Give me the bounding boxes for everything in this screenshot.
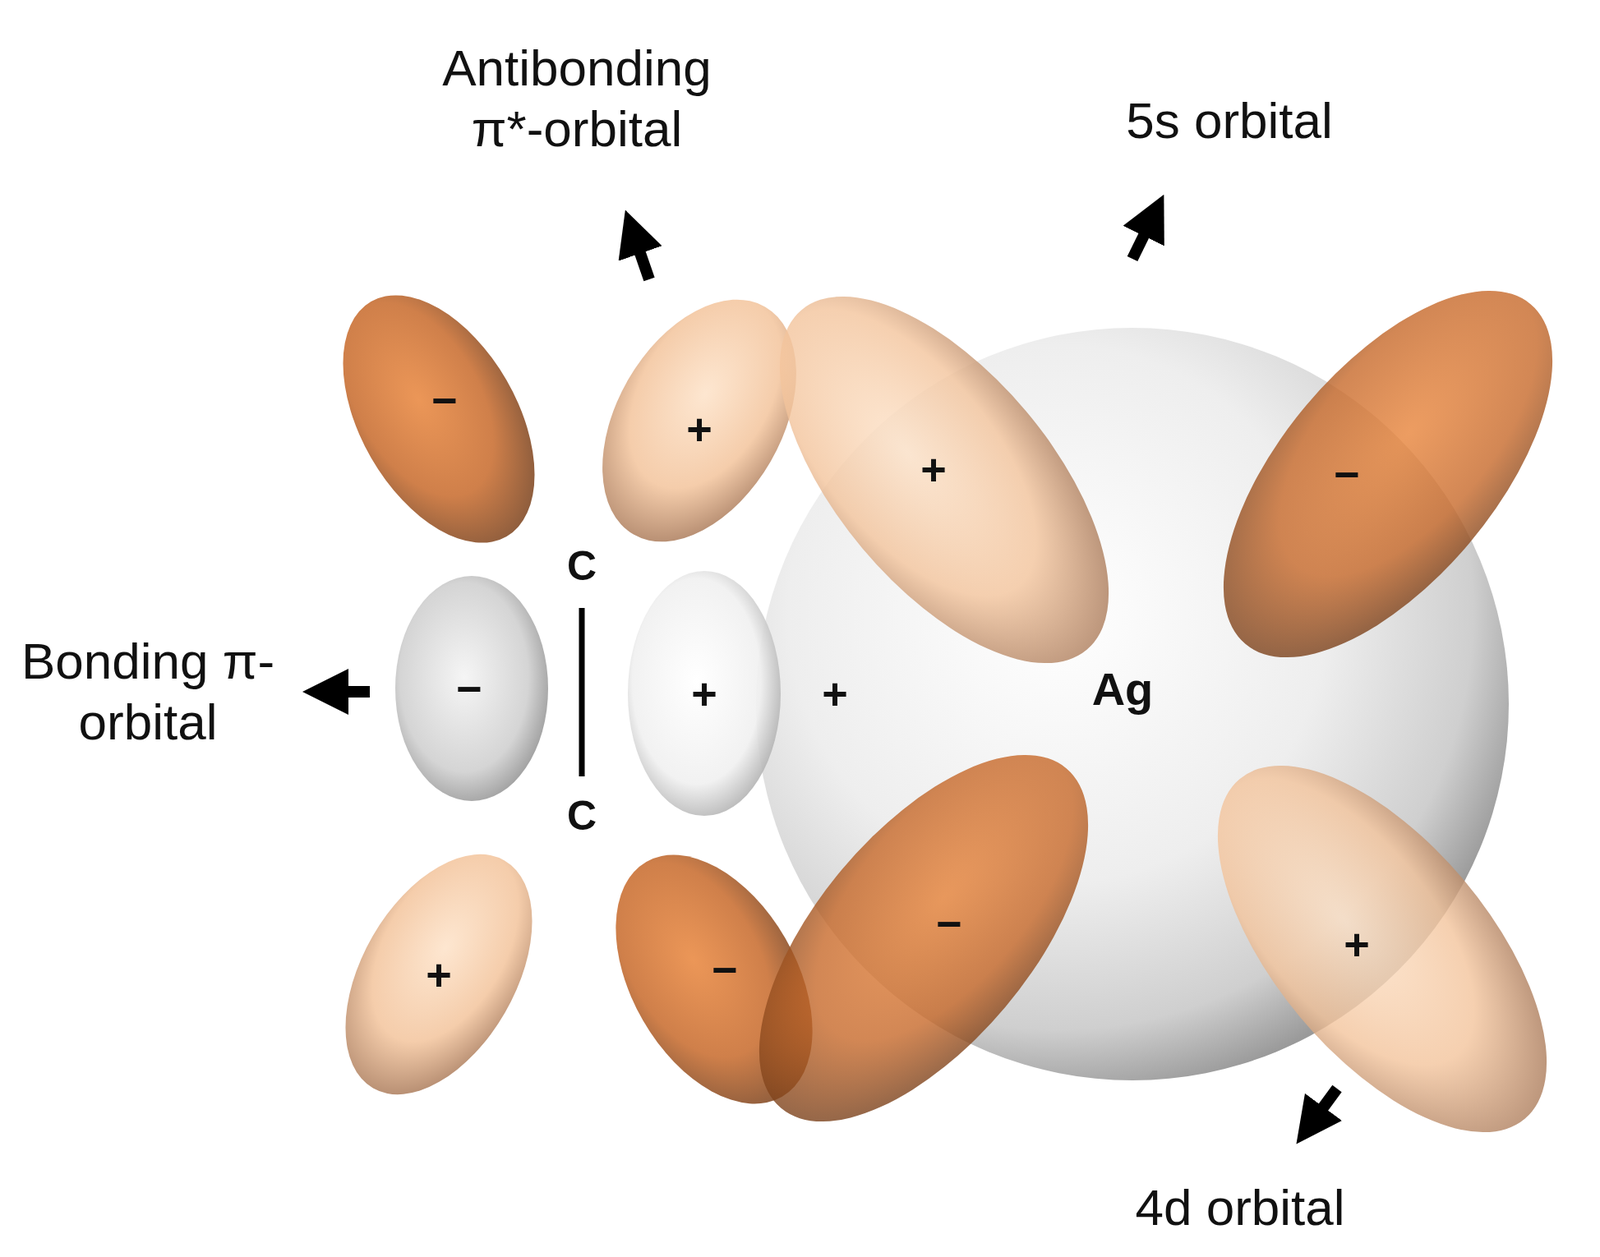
pi-lobe	[395, 576, 549, 802]
leader-arrow	[325, 686, 370, 698]
atom-label: C	[567, 541, 597, 591]
pi-lobe	[627, 571, 781, 817]
pi-star-lobe	[303, 262, 575, 577]
phase-sign: −	[936, 897, 963, 951]
bond-line	[579, 608, 586, 777]
d-lobe	[1163, 235, 1600, 714]
leader-arrow	[1309, 1088, 1338, 1126]
phase-sign: +	[1343, 917, 1370, 972]
phase-sign: −	[456, 662, 483, 716]
phase-sign: +	[425, 948, 452, 1002]
phase-sign: +	[821, 667, 849, 721]
phase-sign: −	[431, 373, 458, 428]
pi-star-lobe	[306, 822, 571, 1127]
orbital-label: 4d orbital	[1092, 1177, 1388, 1239]
d-lobe	[699, 700, 1149, 1178]
atom-label: C	[567, 791, 597, 841]
d-lobe	[719, 241, 1169, 720]
phase-sign: −	[1333, 447, 1361, 502]
phase-sign: +	[920, 442, 947, 497]
leader-arrow	[1132, 215, 1154, 259]
phase-sign: +	[691, 667, 718, 721]
element-label: Ag	[1092, 662, 1154, 716]
leader-arrow	[632, 231, 650, 280]
phase-sign: +	[686, 402, 713, 457]
d-lobe	[1157, 710, 1600, 1189]
phase-sign: −	[711, 943, 738, 997]
orbital-label: 5s orbital	[1081, 90, 1378, 152]
orbital-label: Bonding π-orbital	[12, 631, 284, 754]
orbital-label: Antibonding π*-orbital	[404, 37, 750, 161]
